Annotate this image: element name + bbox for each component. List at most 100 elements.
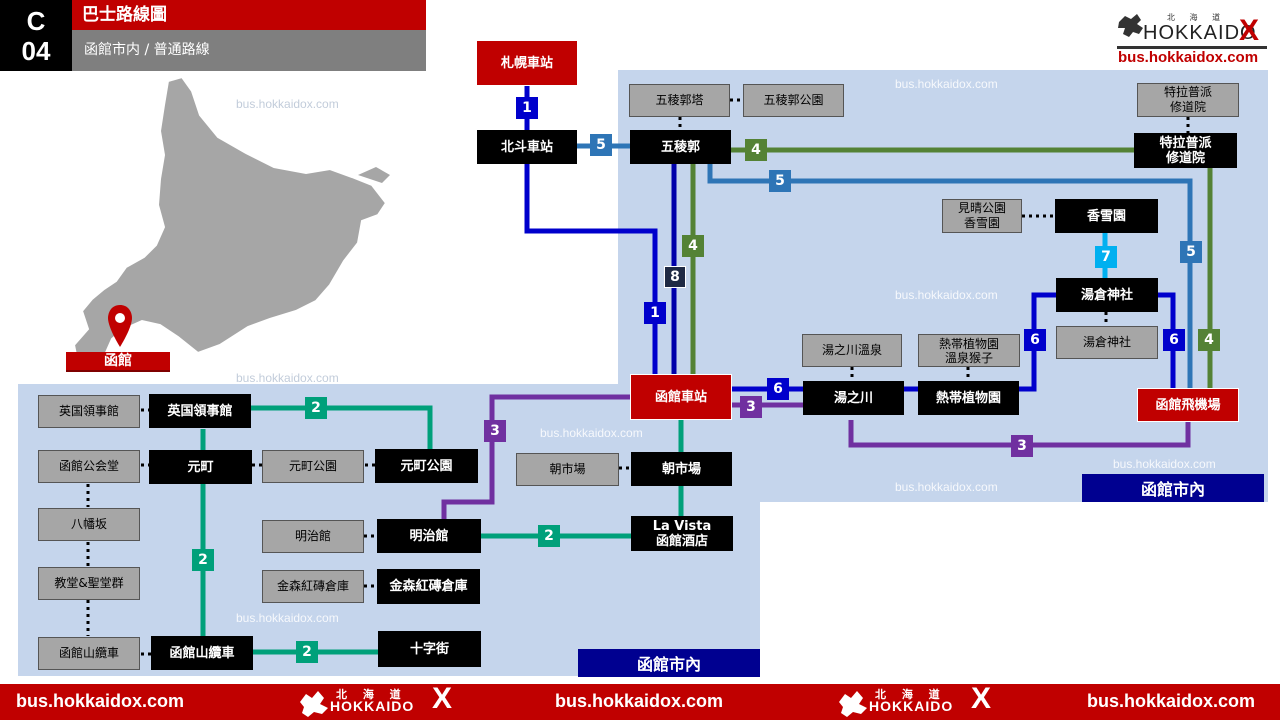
page-title: 巴士路線圖 <box>82 5 167 25</box>
stop-churches[interactable]: 教堂&聖堂群 <box>38 567 140 600</box>
logo-word: HOKKAIDO <box>330 698 415 714</box>
route-6-label: 6 <box>767 378 789 400</box>
footer-url[interactable]: bus.hokkaidox.com <box>16 691 185 711</box>
route-2-line <box>251 405 433 449</box>
stop-goryokaku-park[interactable]: 五稜郭公園 <box>743 84 844 117</box>
station-yunokawa[interactable]: 湯之川 <box>803 381 904 415</box>
route-code-badge: C 04 <box>0 0 72 71</box>
route-4-label: 4 <box>1198 329 1220 351</box>
route-1-line <box>524 164 658 374</box>
station-consulate[interactable]: 英国領事館 <box>149 394 251 428</box>
stop-kanemori-gray[interactable]: 金森紅磚倉庫 <box>262 570 364 603</box>
watermark: bus.hokkaidox.com <box>236 611 339 625</box>
watermark: bus.hokkaidox.com <box>236 97 339 111</box>
footer-url[interactable]: bus.hokkaidox.com <box>1087 691 1256 711</box>
watermark: bus.hokkaidox.com <box>895 288 998 302</box>
stop-trappist-gray[interactable]: 特拉普派 修道院 <box>1137 83 1239 117</box>
logo-x: X <box>1239 14 1260 47</box>
station-yunokawa-shrine[interactable]: 湯倉神社 <box>1056 278 1158 312</box>
route-6-line <box>1158 292 1176 390</box>
route-5-label: 5 <box>1180 241 1202 263</box>
route-code-number: 04 <box>21 35 51 66</box>
region-label-north: 函館市內 <box>1082 474 1264 502</box>
route-3-label: 3 <box>1011 435 1033 457</box>
location-pin-icon <box>108 305 132 347</box>
footer-bar: bus.hokkaidox.com 北 海 道 HOKKAIDO X bus.h… <box>0 682 1280 720</box>
station-kosetsuen[interactable]: 香雪園 <box>1055 199 1158 233</box>
page-title-bar: 巴士路線圖 <box>72 0 426 30</box>
station-motomachi-park[interactable]: 元町公園 <box>375 449 478 483</box>
logo-underline <box>1117 46 1267 49</box>
hokkaido-silhouette-icon <box>1118 14 1143 37</box>
stop-ropeway-gray[interactable]: 函館山纜車 <box>38 637 140 670</box>
station-sapporo[interactable]: 札幌車站 <box>476 40 578 86</box>
stop-consulate-gray[interactable]: 英国領事館 <box>38 395 140 428</box>
watermark: bus.hokkaidox.com <box>1113 457 1216 471</box>
stop-goryokaku-tower[interactable]: 五稜郭塔 <box>629 84 730 117</box>
route-3-label: 3 <box>740 396 762 418</box>
logo-word: HOKKAIDO <box>1143 22 1257 44</box>
station-asaichi[interactable]: 朝市場 <box>631 452 732 486</box>
logo-x: X <box>971 682 992 715</box>
watermark: bus.hokkaidox.com <box>895 77 998 91</box>
watermark: bus.hokkaidox.com <box>895 480 998 494</box>
stop-yunokawa-onsen[interactable]: 湯之川溫泉 <box>802 334 902 367</box>
station-tropical[interactable]: 熱帯植物園 <box>918 381 1019 415</box>
station-jujigai[interactable]: 十字街 <box>378 631 481 667</box>
route-3-line <box>441 394 631 520</box>
route-4-label: 4 <box>745 139 767 161</box>
brand-url-top[interactable]: bus.hokkaidox.com <box>1118 49 1259 66</box>
route-6-label: 6 <box>1024 329 1046 351</box>
logo-small-text: 北 海 道 <box>336 688 407 701</box>
station-kanemori[interactable]: 金森紅磚倉庫 <box>377 569 480 604</box>
station-airport[interactable]: 函館飛機場 <box>1137 388 1239 422</box>
station-hakodate[interactable]: 函館車站 <box>630 374 732 420</box>
stop-asaichi-gray[interactable]: 朝市場 <box>516 453 619 486</box>
route-2-label: 2 <box>305 397 327 419</box>
page-subtitle: 函館市内 / 普通路線 <box>84 42 210 58</box>
stop-yunokawa-shrine-gray[interactable]: 湯倉神社 <box>1056 326 1158 359</box>
station-meijikan[interactable]: 明治館 <box>377 519 481 553</box>
route-8-label: 8 <box>664 266 686 288</box>
watermark: bus.hokkaidox.com <box>540 426 643 440</box>
stop-meijikan-gray[interactable]: 明治館 <box>262 520 364 553</box>
watermark: bus.hokkaidox.com <box>236 371 339 385</box>
station-ropeway[interactable]: 函館山纜車 <box>151 636 253 670</box>
route-4-label: 4 <box>682 235 704 257</box>
footer-logo[interactable]: 北 海 道 HOKKAIDO X <box>296 682 462 718</box>
route-5-label: 5 <box>769 170 791 192</box>
hokkaido-map <box>72 75 390 373</box>
stop-hachimanzaka[interactable]: 八幡坂 <box>38 508 140 541</box>
route-1-label: 1 <box>516 97 538 119</box>
route-code-letter: C <box>26 5 46 36</box>
route-3-label: 3 <box>484 420 506 442</box>
hokkaido-silhouette-icon <box>300 691 328 717</box>
logo-small-text: 北 海 道 <box>875 688 946 701</box>
logo-small-text: 北 海 道 <box>1167 13 1227 22</box>
route-5-line <box>707 163 1193 390</box>
route-2-label: 2 <box>538 525 560 547</box>
station-motomachi[interactable]: 元町 <box>149 450 252 484</box>
route-1-label: 1 <box>644 302 666 324</box>
route-7-label: 7 <box>1095 246 1117 268</box>
footer-logo[interactable]: 北 海 道 HOKKAIDO X <box>835 682 1001 718</box>
route-2-label: 2 <box>192 549 214 571</box>
route-5-label: 5 <box>590 134 612 156</box>
hokkaido-silhouette-icon <box>839 691 867 717</box>
region-label-south: 函館市內 <box>578 649 760 677</box>
stop-mihara-kosetsuen[interactable]: 見晴公園 香雪園 <box>942 199 1022 233</box>
station-hokuto[interactable]: 北斗車站 <box>477 130 577 164</box>
logo-x: X <box>432 682 453 715</box>
map-pin-label: 函館 <box>66 352 170 372</box>
station-trappist[interactable]: 特拉普派 修道院 <box>1134 133 1237 168</box>
stop-public-hall[interactable]: 函館公会堂 <box>38 450 140 483</box>
footer-url[interactable]: bus.hokkaidox.com <box>555 691 724 711</box>
station-goryokaku[interactable]: 五稜郭 <box>630 130 731 164</box>
brand-logo[interactable]: 北 海 道 HOKKAIDO X <box>1115 10 1270 50</box>
stop-tropical-monkey[interactable]: 熱帯植物園 溫泉猴子 <box>918 334 1020 367</box>
route-2-label: 2 <box>296 641 318 663</box>
route-6-label: 6 <box>1163 329 1185 351</box>
page-subtitle-bar: 函館市内 / 普通路線 <box>72 30 426 71</box>
station-lavista[interactable]: La Vista 函館酒店 <box>631 516 733 551</box>
stop-motomachi-park-gray[interactable]: 元町公園 <box>262 450 364 483</box>
